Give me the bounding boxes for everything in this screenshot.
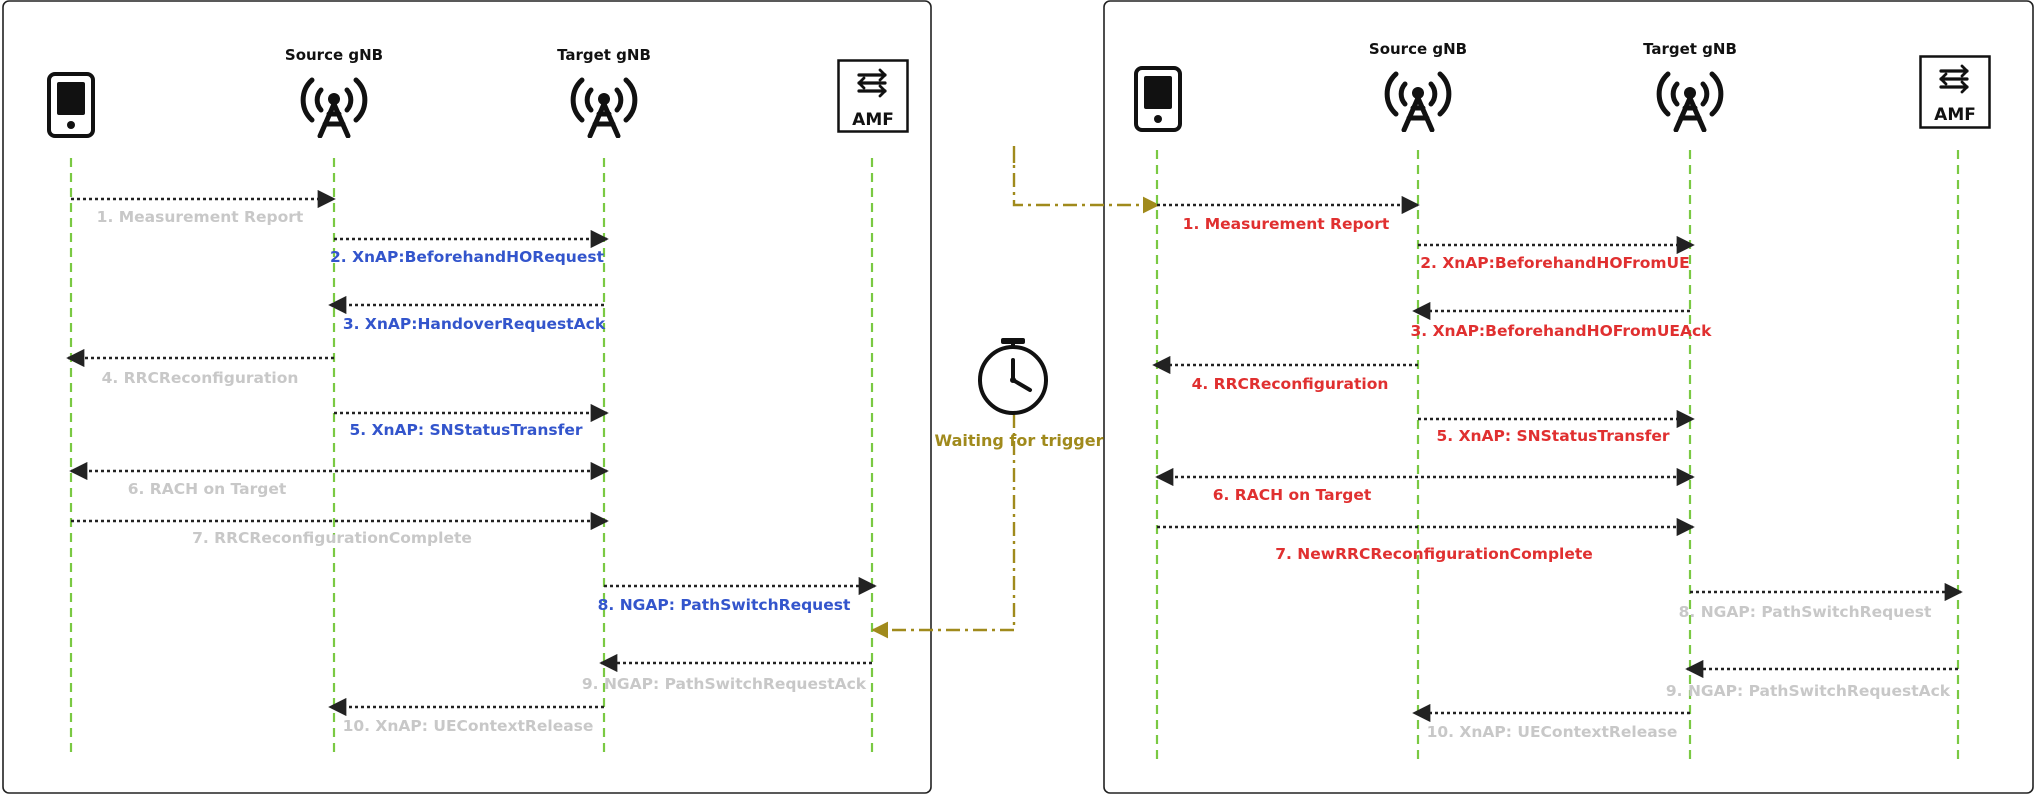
- msg-label: 6. RACH on Target: [128, 480, 287, 498]
- msg-label: 3. XnAP:HandoverRequestAck: [343, 315, 606, 333]
- right-panel-frame: [1103, 0, 2034, 794]
- msg-label: 10. XnAP: UEContextRelease: [1427, 723, 1678, 741]
- msg-label: 10. XnAP: UEContextRelease: [343, 717, 594, 735]
- msg-label: 8. NGAP: PathSwitchRequest: [598, 596, 851, 614]
- amf-label: AMF: [852, 110, 894, 130]
- msg-label: 6. RACH on Target: [1213, 486, 1372, 504]
- stopwatch-icon: [978, 338, 1048, 415]
- trigger-line: [871, 414, 1016, 639]
- trigger-label: Waiting for trigger: [935, 431, 1104, 450]
- msg-label: 3. XnAP:BeforehandHOFromUEAck: [1411, 322, 1713, 340]
- msg-label: 9. NGAP: PathSwitchRequestAck: [582, 675, 867, 693]
- msg-label: 1. Measurement Report: [1183, 215, 1390, 233]
- msg-label: 8. NGAP: PathSwitchRequest: [1679, 603, 1932, 621]
- msg-label: 2. XnAP:BeforehandHOFromUE: [1420, 254, 1689, 272]
- msg-label: 9. NGAP: PathSwitchRequestAck: [1666, 682, 1951, 700]
- msg-label: 4. RRCReconfiguration: [1192, 375, 1389, 393]
- msg-label: 7. RRCReconfigurationComplete: [192, 529, 472, 547]
- left-panel: Source gNB Target gNB AMF 1. Measurement…: [47, 46, 909, 758]
- target-gnb-label: Target gNB: [557, 46, 651, 64]
- right-panel: Source gNB Target gNB AMF 1. Measurement…: [1134, 40, 1991, 762]
- source-gnb-label: Source gNB: [1369, 40, 1467, 58]
- msg-label: 2. XnAP:BeforehandHORequest: [330, 248, 605, 266]
- source-gnb-label: Source gNB: [285, 46, 383, 64]
- target-gnb-label: Target gNB: [1643, 40, 1737, 58]
- amf-label: AMF: [1934, 105, 1976, 125]
- msg-label: 1. Measurement Report: [97, 208, 304, 226]
- msg-label: 5. XnAP: SNStatusTransfer: [1437, 427, 1670, 445]
- msg-label: 4. RRCReconfiguration: [102, 369, 299, 387]
- msg-label: 5. XnAP: SNStatusTransfer: [350, 421, 583, 439]
- trigger-line: [1012, 146, 1158, 205]
- msg-label: 7. NewRRCReconfigurationComplete: [1275, 545, 1593, 563]
- trigger-connector: Waiting for trigger: [871, 146, 1158, 639]
